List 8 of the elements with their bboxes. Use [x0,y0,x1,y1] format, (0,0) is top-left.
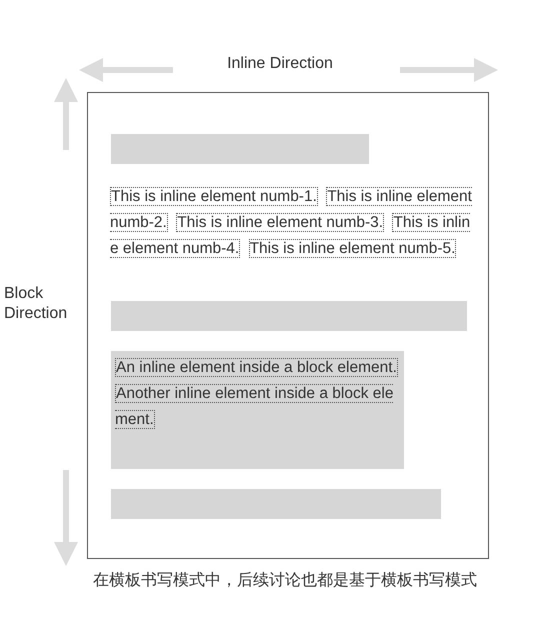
page-box [87,92,489,559]
block-bar [111,489,441,519]
axis-label: Inline Direction [226,54,334,74]
block-bar [111,301,467,331]
axis-label: Block Direction [4,284,68,324]
caption: 在横板书写模式中，后续讨论也都是基于横板书写模式 [92,570,478,591]
block-bar [111,134,369,164]
block-with-inline-text: An inline element inside a block element. Another inline element inside a block element. [111,351,404,469]
